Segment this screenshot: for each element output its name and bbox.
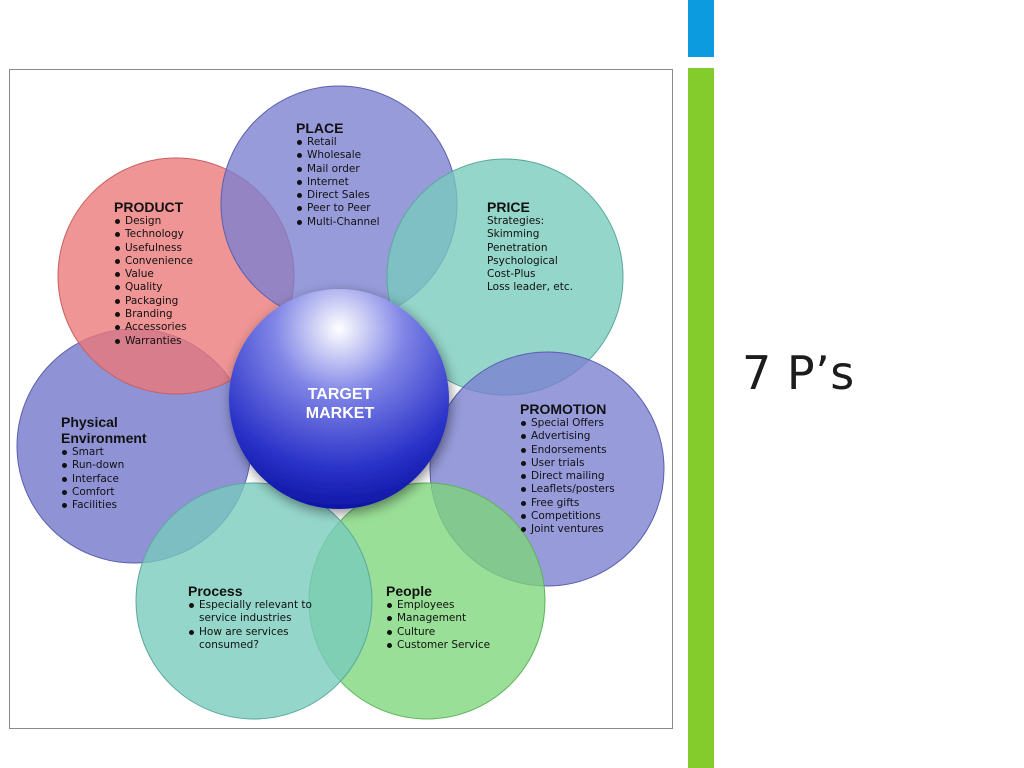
- place-item: Peer to Peer: [296, 202, 380, 215]
- promotion-item: Joint ventures: [520, 523, 615, 536]
- product-item: Value: [114, 268, 193, 281]
- physical-item: Comfort: [61, 486, 147, 499]
- price-item: Cost-Plus: [487, 268, 536, 281]
- promotion-item: Free gifts: [520, 497, 615, 510]
- physical-item: Run-down: [61, 459, 147, 472]
- physical-item: Facilities: [61, 499, 147, 512]
- slide-title: 7 P’s: [742, 346, 855, 400]
- physical-item: Smart: [61, 446, 147, 459]
- price-item: Loss leader, etc.: [487, 281, 573, 294]
- process-list: Especially relevant to service industrie…: [188, 599, 312, 652]
- people-title: People: [386, 583, 432, 599]
- place-item: Direct Sales: [296, 189, 380, 202]
- target-market-label: TARGET MARKET: [305, 386, 375, 422]
- process-title: Process: [188, 583, 243, 599]
- promotion-item: Advertising: [520, 430, 615, 443]
- petal-process: Process Especially relevant to service i…: [188, 584, 312, 652]
- promotion-item: User trials: [520, 457, 615, 470]
- circle-target-market: [229, 289, 449, 509]
- promotion-title: PROMOTION: [520, 401, 607, 417]
- accent-bar-green: [688, 68, 714, 768]
- place-item: Multi-Channel: [296, 216, 380, 229]
- product-item: Technology: [114, 228, 193, 241]
- price-item: Psychological: [487, 254, 558, 267]
- place-item: Internet: [296, 176, 380, 189]
- price-item: Penetration: [487, 241, 548, 254]
- seven-ps-diagram: [16, 85, 665, 720]
- place-item: Mail order: [296, 163, 380, 176]
- product-item: Design: [114, 215, 193, 228]
- promotion-item: Competitions: [520, 510, 615, 523]
- price-title: PRICE: [487, 199, 530, 215]
- price-item: Strategies:: [487, 215, 545, 227]
- product-title: PRODUCT: [114, 199, 184, 215]
- product-item: Warranties: [114, 335, 193, 348]
- promotion-item: Leaflets/posters: [520, 483, 615, 496]
- people-item: Culture: [386, 626, 490, 639]
- people-item: Management: [386, 612, 490, 625]
- product-item: Branding: [114, 308, 193, 321]
- promotion-item: Direct mailing: [520, 470, 615, 483]
- accent-bar-blue: [688, 0, 714, 57]
- process-item: Especially relevant to service industrie…: [188, 599, 312, 626]
- product-item: Quality: [114, 281, 193, 294]
- price-item: Skimming: [487, 228, 540, 241]
- product-item: Packaging: [114, 295, 193, 308]
- people-item: Customer Service: [386, 639, 490, 652]
- physical-item: Interface: [61, 473, 147, 486]
- place-item: Retail: [296, 136, 380, 149]
- product-item: Accessories: [114, 321, 193, 334]
- people-item: Employees: [386, 599, 490, 612]
- product-item: Usefulness: [114, 242, 193, 255]
- product-item: Convenience: [114, 255, 193, 268]
- place-title: PLACE: [296, 120, 344, 136]
- promotion-item: Special Offers: [520, 417, 615, 430]
- process-item: How are services consumed?: [188, 626, 312, 653]
- promotion-item: Endorsements: [520, 444, 615, 457]
- circle-process: [135, 482, 373, 720]
- physical-title: Physical Environment: [61, 414, 147, 446]
- place-item: Wholesale: [296, 149, 380, 162]
